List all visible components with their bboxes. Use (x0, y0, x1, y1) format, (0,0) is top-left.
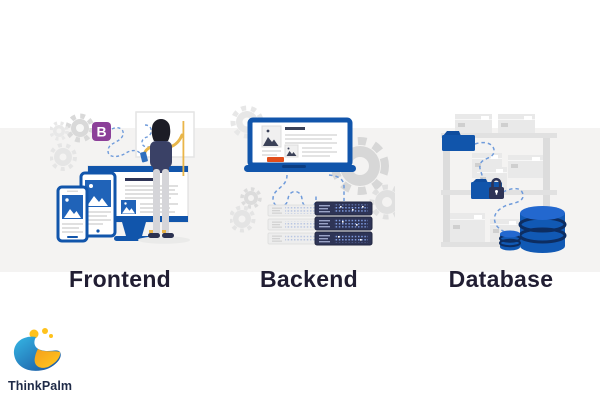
dashed-flow-path (474, 141, 524, 233)
tablet-icon (79, 171, 117, 238)
database-cylinder-icon (499, 230, 521, 251)
backend-illustration (230, 105, 395, 246)
dashed-flow-path (272, 174, 345, 208)
thinkpalm-logo-mark (13, 328, 61, 371)
gear-icon (50, 121, 69, 141)
bootstrap-icon: B (92, 122, 111, 141)
photo-placeholder-icon (284, 144, 299, 158)
database-illustration (441, 114, 567, 253)
shadow (138, 236, 190, 244)
gear-icon (230, 205, 256, 233)
dashed-flow-path (107, 124, 166, 160)
photo-placeholder-icon (121, 200, 136, 214)
server-rack-icon (267, 204, 319, 245)
photo-placeholder-icon (261, 125, 282, 148)
thinkpalm-logo-text: ThinkPalm (8, 379, 73, 393)
section-label-frontend: Frontend (68, 266, 172, 292)
gear-icon (65, 113, 95, 143)
database-cylinder-icon (518, 206, 567, 253)
section-label-backend: Backend (260, 266, 358, 292)
woman-figure (140, 119, 185, 238)
lock-icon (489, 177, 504, 199)
frontend-illustration: B (50, 111, 195, 244)
laptop-icon (244, 117, 356, 172)
thinkpalm-logo: ThinkPalm (8, 326, 73, 393)
gear-icon (240, 187, 262, 209)
section-label-database: Database (448, 266, 554, 292)
gear-icon (50, 143, 77, 171)
phone-icon (56, 185, 89, 243)
photo-placeholder-icon (85, 180, 111, 207)
gear-icon (369, 184, 395, 220)
svg-text:B: B (96, 124, 106, 140)
folder-icon (442, 131, 475, 151)
cta-button (267, 157, 284, 162)
server-rack-icon (314, 201, 373, 246)
photo-placeholder-icon (62, 195, 83, 219)
